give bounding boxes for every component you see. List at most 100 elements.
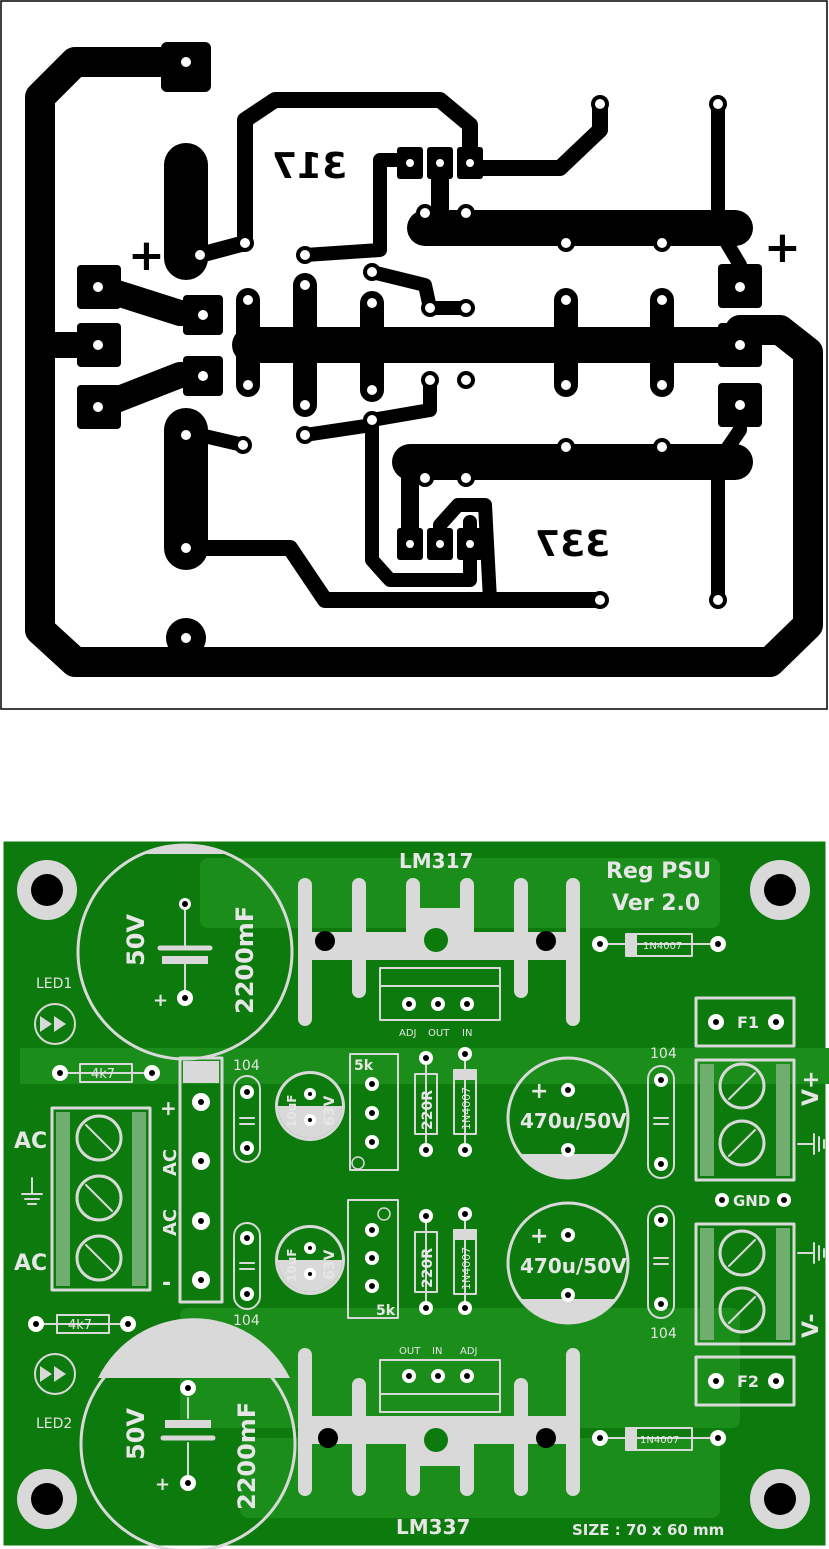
led2-footprint — [34, 1353, 76, 1395]
cap-2200-top-plus: + — [153, 990, 168, 1011]
copper-trace-minus-down — [192, 540, 608, 608]
bridge-rectifier — [178, 1056, 224, 1304]
lm317-label: LM317 — [399, 849, 473, 873]
mounting-hole-tr — [750, 860, 810, 920]
copper-trace-337-adj — [298, 418, 477, 587]
lm317-pin-in: IN — [462, 1028, 472, 1039]
copper-text-317: 317 — [272, 146, 347, 187]
cap-2200-bottom-voltage: 50V — [122, 1408, 150, 1460]
led1-footprint — [34, 1003, 76, 1045]
resistor-220r-bottom — [414, 1209, 438, 1315]
cap-470u-top — [506, 1056, 630, 1180]
diode-1n4007-top-horiz — [592, 933, 726, 957]
cap-104-left-bottom — [233, 1222, 261, 1310]
ground-icon-right-bottom — [797, 1242, 825, 1264]
cap-470u-bottom — [506, 1201, 630, 1325]
mounting-hole-bl — [17, 1469, 77, 1529]
cap-104-right-top — [647, 1065, 675, 1179]
diode-1n4007-bottom-horiz — [592, 1427, 726, 1451]
fuse-f2 — [694, 1355, 796, 1407]
cap-104-left-bottom-label: 104 — [233, 1313, 260, 1329]
copper-trace-317-adj2 — [365, 265, 473, 315]
lm337-body — [379, 1359, 501, 1413]
resistor-4k7-top-label: 4k7 — [91, 1067, 115, 1082]
fuse-f1-label: F1 — [737, 1013, 759, 1032]
copper-layer-view: 317 337 + + — [0, 0, 828, 710]
lm337-label: LM337 — [396, 1515, 470, 1539]
cap-10uf-bottom-voltage: 63V — [322, 1250, 338, 1280]
cap-2200-bottom-value: 2200mF — [233, 1402, 261, 1510]
copper-text-337: 337 — [535, 524, 610, 565]
resistor-220r-top-label: 220R — [420, 1090, 436, 1130]
board-size-label: SIZE : 70 x 60 mm — [572, 1521, 724, 1539]
trimpot-bottom-label: 5k — [376, 1303, 396, 1319]
lm337-pin-in: IN — [432, 1346, 442, 1357]
lm317-pin-adj: ADJ — [399, 1028, 417, 1039]
led1-label: LED1 — [36, 976, 72, 992]
diode-1n4007-top-vert — [453, 1047, 477, 1157]
output-terminal-bottom — [694, 1222, 796, 1346]
cap-104-right-bottom-label: 104 — [650, 1326, 677, 1342]
trimpot-top-label: 5k — [354, 1058, 374, 1074]
ground-icon-left — [21, 1177, 43, 1205]
cap-10uf-bottom — [275, 1225, 345, 1295]
gnd-pads — [715, 1193, 791, 1207]
resistor-4k7-bottom-label: 4k7 — [68, 1318, 92, 1333]
cap-104-right-top-label: 104 — [650, 1046, 677, 1062]
cap-470u-top-label: 470u/50V — [520, 1109, 627, 1133]
ac-label-1: AC — [14, 1129, 47, 1154]
led2-label: LED2 — [36, 1416, 72, 1432]
board-title-line1: Reg PSU — [606, 859, 711, 884]
cap-10uf-bottom-value: 10uF — [285, 1249, 299, 1282]
silkscreen-layer-view: 50V 2200mF + 50V 2200mF + LED1 LED2 4k7 … — [0, 838, 829, 1549]
lm337-pin-adj: ADJ — [460, 1346, 478, 1357]
copper-pour-hints — [20, 858, 829, 1518]
cap-470u-bottom-plus: + — [530, 1224, 548, 1249]
gnd-label: GND — [733, 1192, 770, 1210]
fuse-f2-label: F2 — [737, 1372, 759, 1391]
cap-104-left-top — [233, 1075, 261, 1163]
diode-bottom-horiz-label: 1N4007 — [640, 1435, 679, 1446]
cap-470u-top-plus: + — [530, 1079, 548, 1104]
board-title-line2: Ver 2.0 — [612, 891, 700, 916]
bridge-plus-label: + — [160, 1096, 177, 1120]
fuse-f1 — [694, 996, 796, 1048]
trimpot-bottom — [347, 1199, 399, 1319]
resistor-4k7-bottom — [28, 1314, 136, 1334]
mounting-hole-br — [750, 1469, 810, 1529]
mounting-hole-tl — [17, 860, 77, 920]
copper-trace-317-adj — [298, 153, 417, 262]
cap-470u-bottom-label: 470u/50V — [520, 1254, 627, 1278]
copper-trace-317-right — [711, 97, 747, 272]
ground-icon-right-top — [797, 1133, 825, 1155]
vplus-label: V+ — [799, 1071, 824, 1106]
copper-text-plus-right: + — [764, 222, 801, 273]
cap-2200-bottom-plus: + — [155, 1474, 170, 1495]
cap-2200-bottom — [79, 1318, 297, 1549]
diode-1n4007-bottom-vert — [453, 1207, 477, 1315]
cap-2200-top-value: 2200mF — [231, 906, 259, 1014]
diode-top-vert-label: 1N4007 — [460, 1087, 473, 1130]
bridge-minus-label: - — [162, 1271, 171, 1296]
cap-104-left-top-label: 104 — [233, 1058, 260, 1074]
lm317-body — [379, 967, 501, 1021]
trimpot-top — [349, 1053, 399, 1171]
diode-top-horiz-label: 1N4007 — [643, 941, 682, 952]
cap-10uf-top — [275, 1071, 345, 1141]
output-terminal-top — [694, 1058, 796, 1182]
cap-10uf-top-value: 10uF — [285, 1095, 299, 1128]
resistor-220r-top — [414, 1051, 438, 1157]
resistor-220r-bottom-label: 220R — [420, 1248, 436, 1288]
cap-10uf-top-voltage: 63V — [322, 1096, 338, 1126]
bridge-ac2-label: AC — [160, 1209, 181, 1236]
cap-2200-top-voltage: 50V — [122, 914, 150, 966]
copper-text-plus-top: + — [128, 230, 165, 281]
copper-trace-337-adj2 — [365, 373, 437, 427]
cap-104-right-bottom — [647, 1205, 675, 1319]
copper-trace-outer-ring — [25, 47, 823, 677]
copper-drill-holes — [93, 57, 745, 643]
bridge-ac1-label: AC — [160, 1149, 181, 1176]
resistor-4k7-top — [52, 1063, 160, 1083]
copper-trace-317-in — [462, 96, 608, 176]
vminus-label: V- — [799, 1313, 824, 1338]
